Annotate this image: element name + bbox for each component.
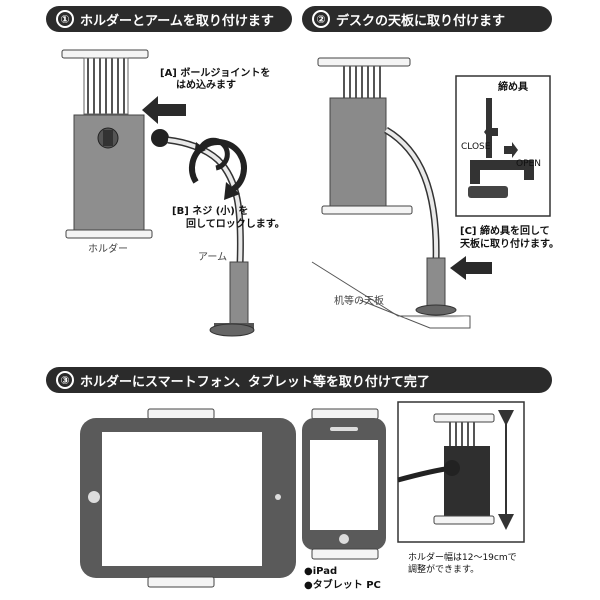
arm-step2	[384, 126, 457, 316]
label-screw-2: 回してロックします。	[186, 219, 285, 230]
tablet-ipad	[80, 408, 296, 588]
label-ipad: ●iPad	[304, 566, 338, 577]
step3-number: ③	[56, 371, 74, 389]
holder-width-detail	[397, 401, 525, 543]
arrow-left-icon	[142, 96, 186, 124]
arm-step1	[151, 129, 255, 337]
label-holder-width-1: ホルダー幅は12～19cmで	[408, 553, 517, 563]
label-desk: 机等の天板	[334, 296, 384, 307]
arrow-right-icon	[504, 142, 518, 158]
label-open: OPEN	[516, 159, 541, 169]
label-clamp-attach-1: [C] 締め具を回して	[460, 226, 550, 237]
step1-banner: ① ホルダーとアームを取り付けます	[46, 6, 292, 32]
label-holder-width-2: 調整ができます。	[408, 565, 480, 575]
label-holder: ホルダー	[88, 244, 128, 255]
label-ball-joint-1: [A] ボールジョイントを	[160, 68, 271, 79]
label-screw-1: [B] ネジ (小) を	[172, 206, 249, 217]
arrow-left-icon	[450, 256, 492, 280]
holder-step2	[317, 57, 413, 215]
label-ball-joint-2: はめ込みます	[176, 80, 236, 91]
label-close: CLOSE	[461, 142, 491, 152]
rotate-icon	[189, 137, 247, 200]
clamp-detail-box	[455, 75, 551, 217]
step2-number: ②	[312, 10, 330, 28]
label-arm: アーム	[198, 252, 228, 263]
step1-number: ①	[56, 10, 74, 28]
arrow-left-icon	[484, 124, 498, 140]
step3-title: ホルダーにスマートフォン、タブレット等を取り付けて完了	[80, 374, 430, 390]
step3-banner: ③ ホルダーにスマートフォン、タブレット等を取り付けて完了	[46, 367, 552, 393]
label-tablet-pc: ●タブレット PC	[304, 580, 381, 591]
desk-top	[311, 261, 471, 329]
smartphone	[302, 408, 386, 560]
step1-title: ホルダーとアームを取り付けます	[80, 13, 274, 29]
step2-title: デスクの天板に取り付けます	[336, 13, 506, 29]
holder-step1	[61, 49, 153, 239]
label-clamp: 締め具	[498, 82, 528, 93]
step2-banner: ② デスクの天板に取り付けます	[302, 6, 552, 32]
label-clamp-attach-2: 天板に取り付けます。	[460, 239, 559, 250]
